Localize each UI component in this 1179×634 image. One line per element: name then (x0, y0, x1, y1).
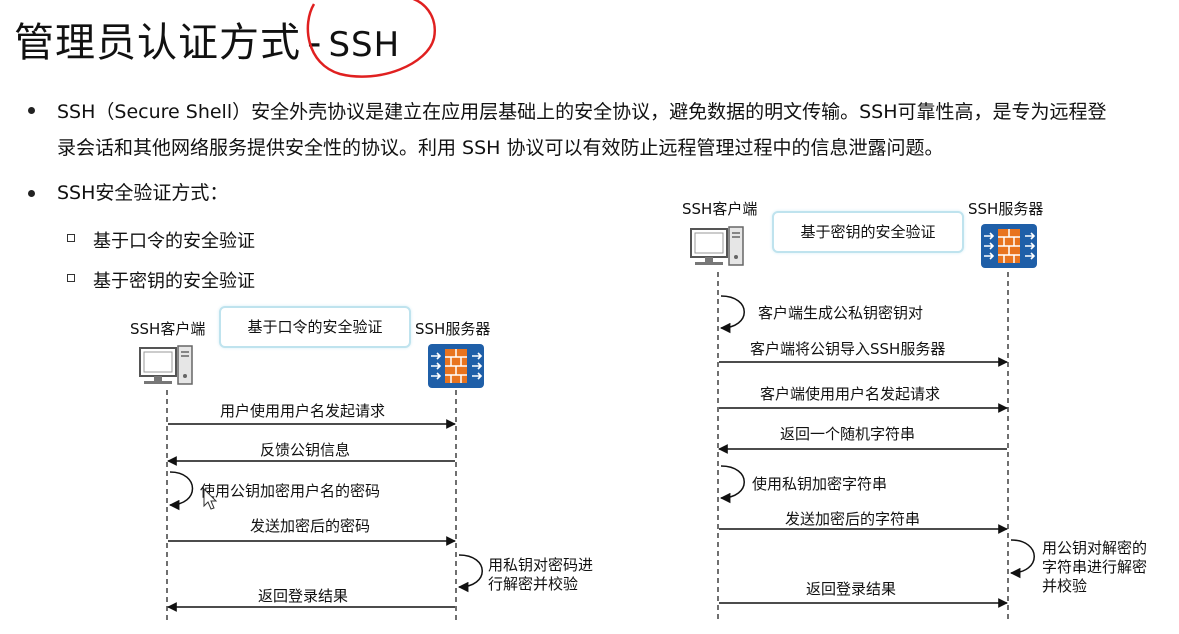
title-separator: - (307, 20, 323, 66)
bullet-dot (28, 107, 35, 114)
left-step-3: 使用公钥加密用户名的密码 (200, 482, 381, 500)
left-step-4: 发送加密后的密码 (250, 517, 371, 535)
title-main: 管理员认证方式 (14, 20, 301, 66)
right-step-1: 客户端生成公私钥密钥对 (758, 304, 924, 322)
right-server-firewall-icon (980, 223, 1038, 269)
left-server-firewall-icon (427, 343, 485, 389)
right-step-4: 返回一个随机字符串 (780, 425, 916, 443)
left-client-computer-icon (139, 345, 193, 385)
left-password-pill: 基于口令的安全验证 (219, 306, 411, 348)
right-self-loop-1 (719, 295, 745, 334)
bullet-dot (28, 190, 35, 197)
left-step-5-line-2: 行解密并校验 (488, 575, 579, 593)
right-step-5: 使用私钥加密字符串 (752, 475, 888, 493)
right-step-8: 返回登录结果 (806, 580, 897, 598)
right-server-label: SSH服务器 (968, 200, 1044, 218)
right-step-2: 客户端将公钥导入SSH服务器 (750, 340, 946, 358)
right-step-3: 客户端使用用户名发起请求 (760, 385, 941, 403)
password-auth-item: 基于口令的安全验证 (93, 231, 255, 252)
mouse-cursor-icon (203, 487, 218, 510)
right-step-7-line-2: 字符串进行解密 (1042, 558, 1148, 576)
title-ssh: SSH (328, 25, 401, 65)
square-bullet (67, 274, 75, 282)
key-auth-item: 基于密钥的安全验证 (93, 271, 255, 292)
left-self-loop-server (457, 554, 483, 593)
square-bullet (67, 234, 75, 242)
left-step-6: 返回登录结果 (258, 587, 349, 605)
verification-methods-heading: SSH安全验证方式： (57, 182, 229, 204)
left-self-loop-client (168, 471, 194, 511)
ssh-description-line-2: 录会话和其他网络服务提供安全性的协议。利用 SSH 协议可以有效防止远程管理过程… (57, 137, 944, 159)
left-step-5-line-1: 用私钥对密码进 (488, 556, 594, 574)
right-client-label: SSH客户端 (682, 200, 758, 218)
left-server-label: SSH服务器 (415, 320, 491, 338)
page-title: 管理员认证方式-SSH (14, 10, 400, 68)
ssh-description-line-1: SSH（Secure Shell）安全外壳协议是建立在应用层基础上的安全协议，避… (57, 101, 1107, 123)
right-client-computer-icon (690, 226, 744, 266)
right-key-pill: 基于密钥的安全验证 (772, 211, 964, 253)
right-step-7-line-3: 并校验 (1042, 577, 1088, 595)
red-annotation-circle (306, 0, 436, 78)
right-step-6: 发送加密后的字符串 (785, 510, 921, 528)
left-step-2: 反馈公钥信息 (260, 441, 351, 459)
right-self-loop-5 (719, 465, 745, 504)
left-client-label: SSH客户端 (130, 320, 206, 338)
right-self-loop-7 (1009, 539, 1035, 579)
left-step-1: 用户使用用户名发起请求 (220, 402, 386, 420)
right-step-7-line-1: 用公钥对解密的 (1042, 539, 1148, 557)
ssh-description: SSH（Secure Shell）安全外壳协议是建立在应用层基础上的安全协议，避… (57, 94, 1177, 166)
